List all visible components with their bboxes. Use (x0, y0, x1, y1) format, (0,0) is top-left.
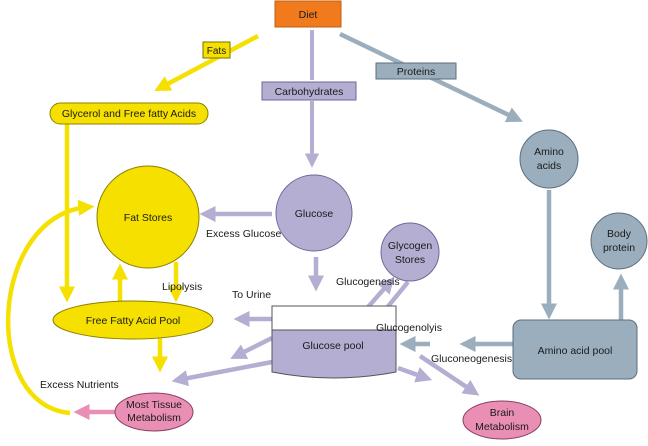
body-protein-node (590, 212, 648, 270)
excess-glucose-label: Excess Glucose (206, 228, 281, 240)
ffa-pool-node (52, 300, 214, 340)
arrow-glucose-pool-left (230, 335, 274, 359)
amino-acids-label-1: Amino (534, 146, 564, 158)
glycogen-label-1: Glycogen (388, 240, 433, 252)
fat-stores-label: Fat Stores (124, 212, 172, 224)
glucogenesis-label: Glucogenesis (336, 276, 400, 288)
arrow-diet-to-glycerol (154, 34, 260, 92)
amino-acid-pool-label: Amino acid pool (538, 345, 613, 357)
arrow-glucose-pool-to-brain (397, 365, 433, 383)
proteins-box (375, 62, 457, 80)
amino-acids-label-2: acids (537, 160, 562, 172)
excess-nutrients-label: Excess Nutrients (40, 379, 119, 391)
most-tissue-label-2: Metabolism (127, 412, 181, 424)
glucose-node (275, 174, 353, 252)
glucose-pool-node (271, 329, 397, 379)
amino-acids-node (519, 129, 579, 189)
diet-box (274, 0, 342, 28)
arrow-glucose-pool-to-tissue (171, 359, 273, 387)
body-protein-label-1: Body (607, 228, 632, 240)
body-protein-label-2: protein (603, 242, 635, 254)
most-tissue-label-1: Most Tissue (126, 399, 182, 411)
glycerol-node (49, 102, 209, 125)
carbohydrates-label: Carbohydrates (275, 86, 344, 98)
brain-label-1: Brain (490, 407, 515, 419)
carbohydrates-box (261, 81, 357, 101)
most-tissue-node (114, 392, 194, 432)
gluconeogenesis-label: Gluconeogenesis (431, 353, 512, 365)
glucose-pool-label: Glucose pool (302, 340, 363, 352)
arrow-glucose-pool-to-brain-2 (418, 354, 480, 396)
amino-acid-pool-node (512, 319, 638, 380)
fat-stores-node (96, 165, 200, 269)
proteins-label: Proteins (397, 66, 436, 78)
glycogen-node (380, 222, 440, 282)
glucogenolysis-label: Glucogenolyis (376, 322, 442, 334)
brain-label-2: Metabolism (475, 421, 529, 433)
glycogen-label-2: Stores (395, 254, 425, 266)
fats-box (202, 41, 231, 59)
glycerol-label: Glycerol and Free fatty Acids (62, 108, 196, 120)
ffa-pool-label: Free Fatty Acid Pool (86, 315, 181, 327)
brain-node (462, 400, 542, 440)
lipolysis-label: Lipolysis (162, 281, 202, 293)
glucose-pool-top (271, 305, 397, 331)
arrow-excess-nutrients (5, 199, 95, 416)
to-urine-label: To Urine (232, 289, 271, 301)
glucose-label: Glucose (295, 208, 334, 220)
fats-label: Fats (207, 46, 226, 57)
diet-label: Diet (299, 9, 318, 21)
